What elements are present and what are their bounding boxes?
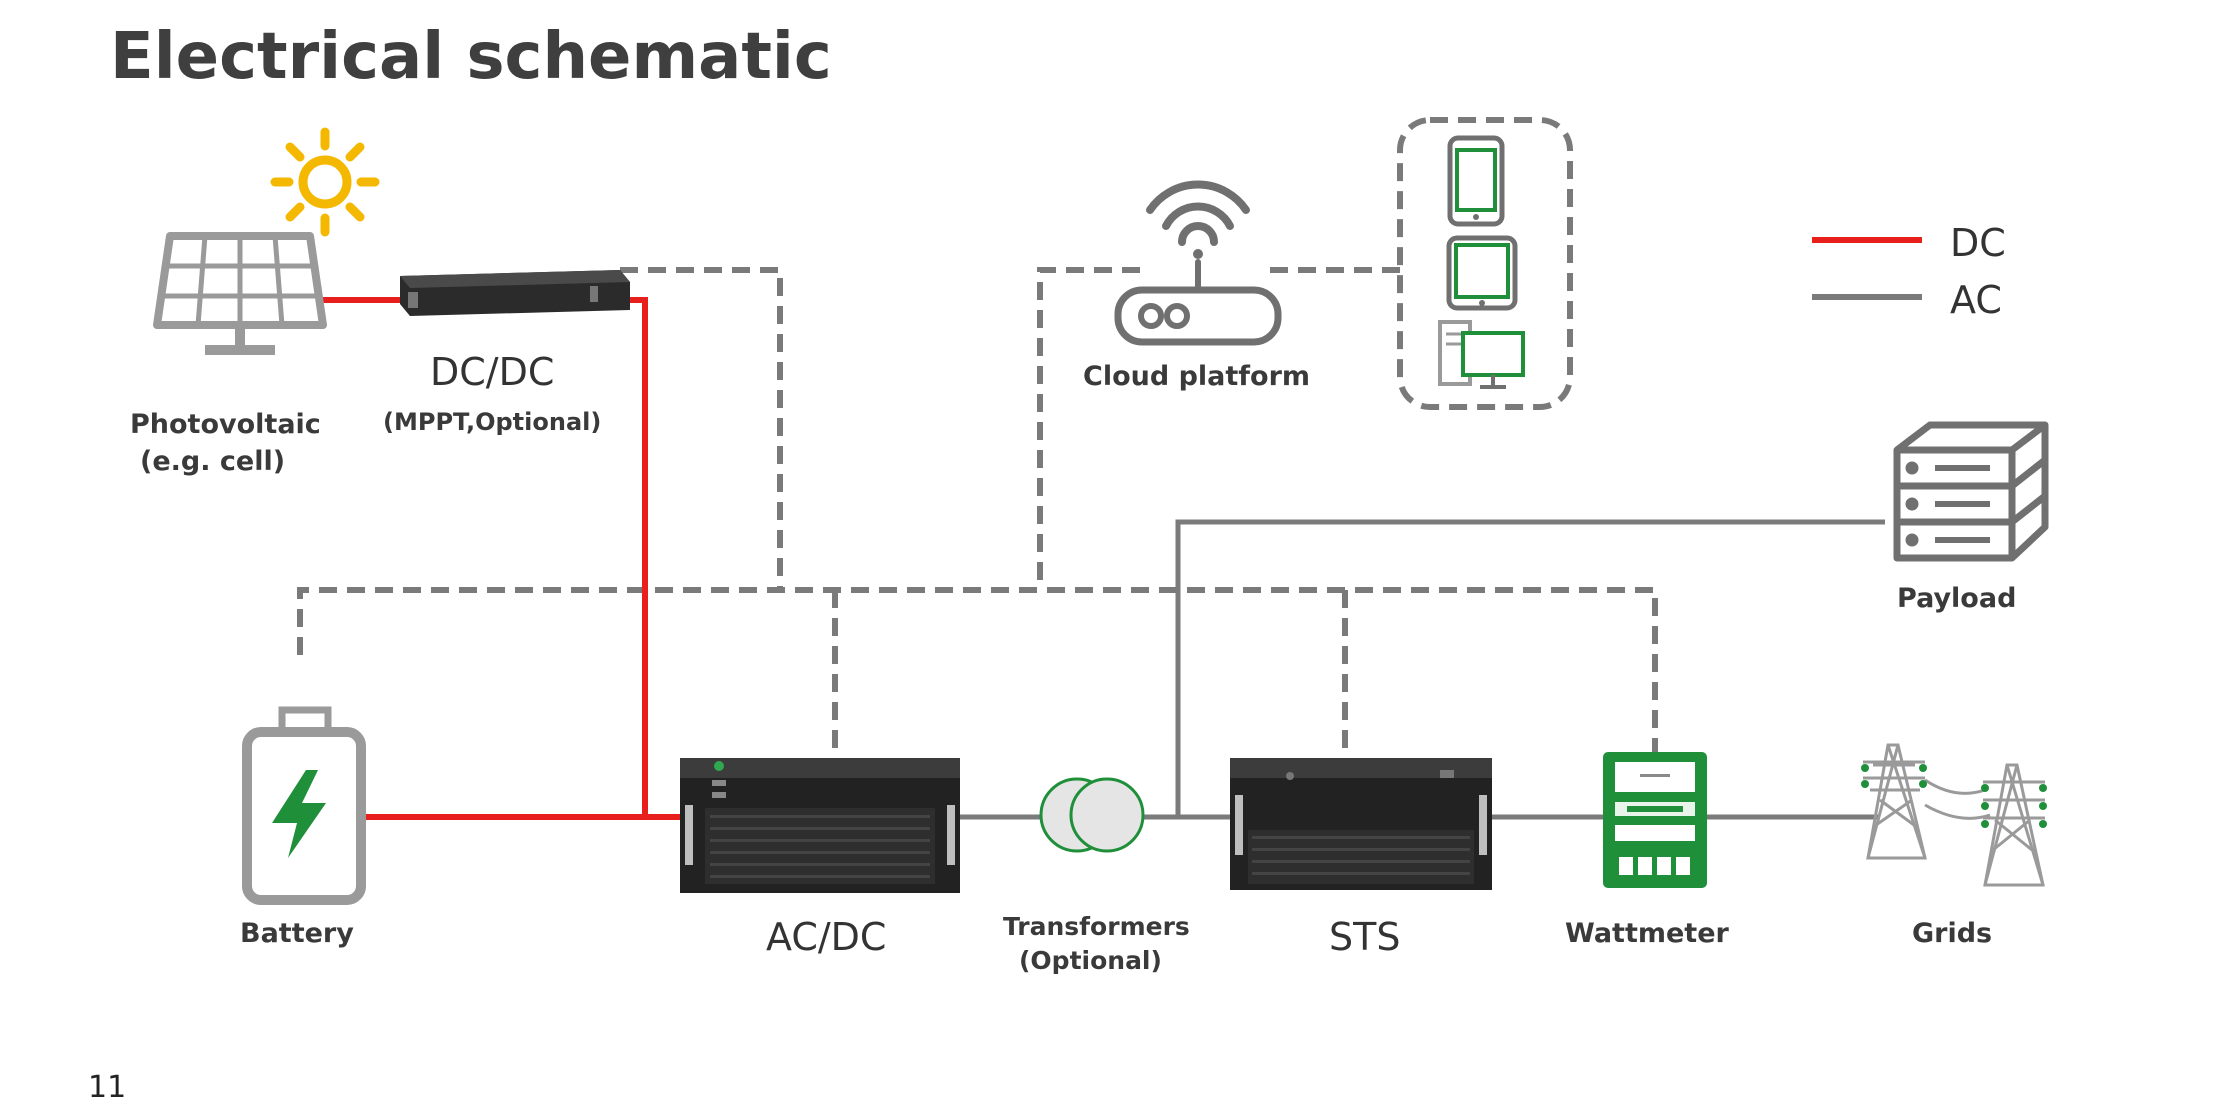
dcdc-label: DC/DC [430, 350, 554, 394]
insulator-markers [1861, 764, 2047, 828]
smartphone-icon [1447, 135, 1505, 227]
battery-label: Battery [240, 918, 354, 949]
dcdc-converter-icon [400, 270, 630, 316]
power-tower-icon [1863, 743, 1991, 860]
transformers-label: Transformers [1003, 912, 1190, 941]
acdc-label: AC/DC [766, 915, 886, 959]
cloud-platform-label: Cloud platform [1083, 361, 1310, 392]
sts-switch-icon [1230, 758, 1492, 890]
wattmeter-label: Wattmeter [1565, 918, 1730, 949]
tablet-icon [1446, 235, 1518, 311]
battery-icon [242, 706, 366, 905]
grids-label: Grids [1912, 918, 1992, 949]
legend-ac-label: AC [1950, 278, 2002, 322]
transformers-sublabel: (Optional) [1019, 946, 1162, 975]
page-title: Electrical schematic [110, 20, 832, 94]
transformer-icon [1039, 777, 1145, 853]
legend: DC AC [1812, 221, 2006, 322]
dc-lines [323, 297, 680, 820]
page-number: 11 [88, 1070, 126, 1100]
photovoltaic-label: Photovoltaic [130, 409, 321, 440]
communication-lines [297, 267, 1658, 755]
dcdc-sublabel: (MPPT,Optional) [383, 408, 601, 436]
terminal-devices-group [1397, 117, 1573, 410]
legend-dc-label: DC [1950, 221, 2006, 265]
ac-lines [960, 519, 1885, 820]
photovoltaic-sublabel: (e.g. cell) [140, 446, 285, 477]
desktop-computer-icon [1438, 320, 1525, 389]
wattmeter-icon [1603, 752, 1707, 888]
payload-label: Payload [1897, 583, 2016, 614]
solar-panel-icon [153, 232, 327, 355]
wifi-router-icon [1114, 180, 1282, 346]
acdc-rectifier-icon [680, 758, 960, 893]
power-tower-icon [1983, 763, 2045, 887]
sts-label: STS [1329, 915, 1400, 959]
sun-icon [270, 127, 380, 237]
server-rack-icon [1893, 421, 2049, 562]
